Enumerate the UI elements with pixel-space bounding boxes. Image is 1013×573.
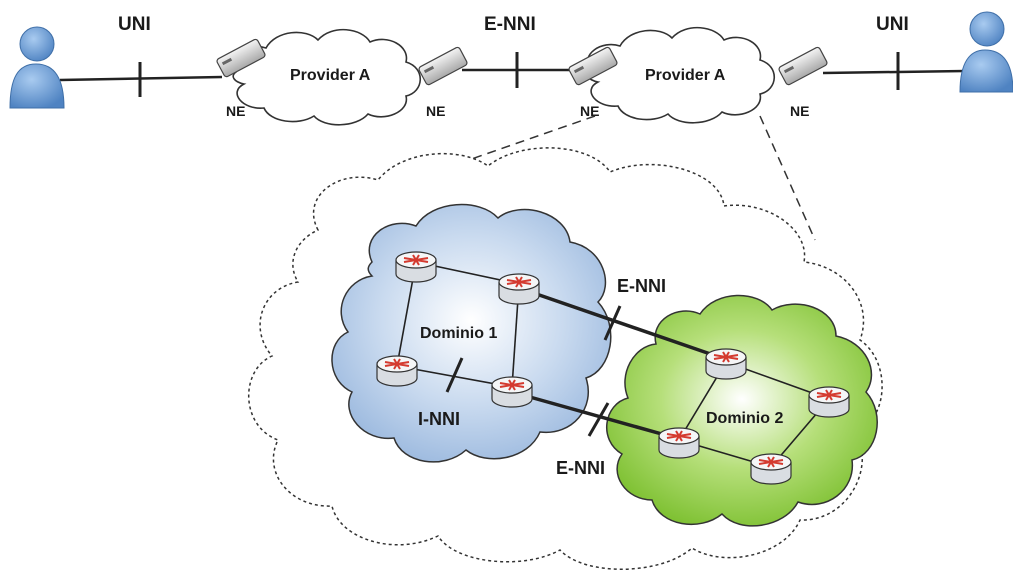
top-links xyxy=(59,52,966,97)
provider-right-cloud xyxy=(586,26,776,124)
provider-left-label: Provider A xyxy=(290,67,371,84)
inter-domain-links xyxy=(511,286,723,440)
ne-device-3-icon xyxy=(568,46,618,86)
enni-upper-tick xyxy=(603,305,622,341)
ne-label-1: NE xyxy=(226,103,245,119)
provider-left-cloud xyxy=(232,28,422,126)
user-left-icon xyxy=(9,26,65,109)
ne-label-2: NE xyxy=(426,103,445,119)
ne-device-1-icon xyxy=(216,38,266,78)
router-d1-c-icon xyxy=(376,355,418,387)
inni-tick xyxy=(445,357,464,393)
domain2-label: Dominio 2 xyxy=(706,410,783,427)
ne-label-4: NE xyxy=(790,103,809,119)
enni-lower-label: E-NNI xyxy=(556,458,605,478)
enni-upper-label: E-NNI xyxy=(617,276,666,296)
router-d2-c-icon xyxy=(658,427,700,459)
enni-lower-tick xyxy=(587,402,610,437)
enni-top-label: E-NNI xyxy=(484,14,536,35)
inni-label: I-NNI xyxy=(418,409,460,429)
interface-ticks xyxy=(445,305,622,437)
router-d2-b-icon xyxy=(808,386,850,418)
router-d2-a-icon xyxy=(705,348,747,380)
router-d1-b-icon xyxy=(498,273,540,305)
user-right-icon xyxy=(959,11,1013,93)
router-d1-a-icon xyxy=(395,251,437,283)
domain1-label: Dominio 1 xyxy=(420,325,497,342)
domain2-cloud xyxy=(606,294,878,527)
ne-device-2-icon xyxy=(418,46,468,86)
zoom-line-right xyxy=(759,115,816,241)
provider-right-label: Provider A xyxy=(645,67,726,84)
uni-right-label: UNI xyxy=(876,14,909,35)
ne-device-4-icon xyxy=(778,46,828,86)
router-d1-d-icon xyxy=(491,376,533,408)
uni-left-label: UNI xyxy=(118,14,151,35)
router-d2-d-icon xyxy=(750,453,792,485)
ne-label-3: NE xyxy=(580,103,599,119)
